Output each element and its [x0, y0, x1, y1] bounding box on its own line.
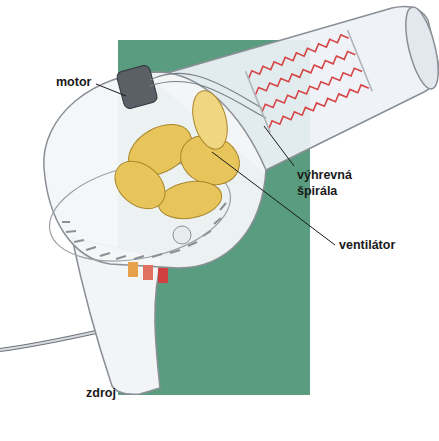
part-label: motor	[56, 75, 116, 91]
leader-line	[96, 84, 126, 96]
motor-body	[116, 64, 159, 110]
part-label: zdroj	[86, 386, 156, 402]
switch-button	[128, 262, 138, 277]
cable-highlight	[0, 332, 96, 350]
part-label: výhrevná špirála	[297, 168, 365, 199]
leader-line	[264, 126, 294, 166]
switch-button	[143, 265, 153, 280]
wire	[150, 81, 266, 118]
wire	[150, 73, 262, 108]
leader-line	[212, 152, 335, 245]
cable	[0, 332, 96, 350]
part-label: ventilátor	[339, 238, 429, 254]
nozzle	[399, 4, 439, 92]
switch-button	[158, 268, 168, 283]
heating-spiral	[246, 30, 373, 132]
fan-hub	[173, 226, 191, 244]
